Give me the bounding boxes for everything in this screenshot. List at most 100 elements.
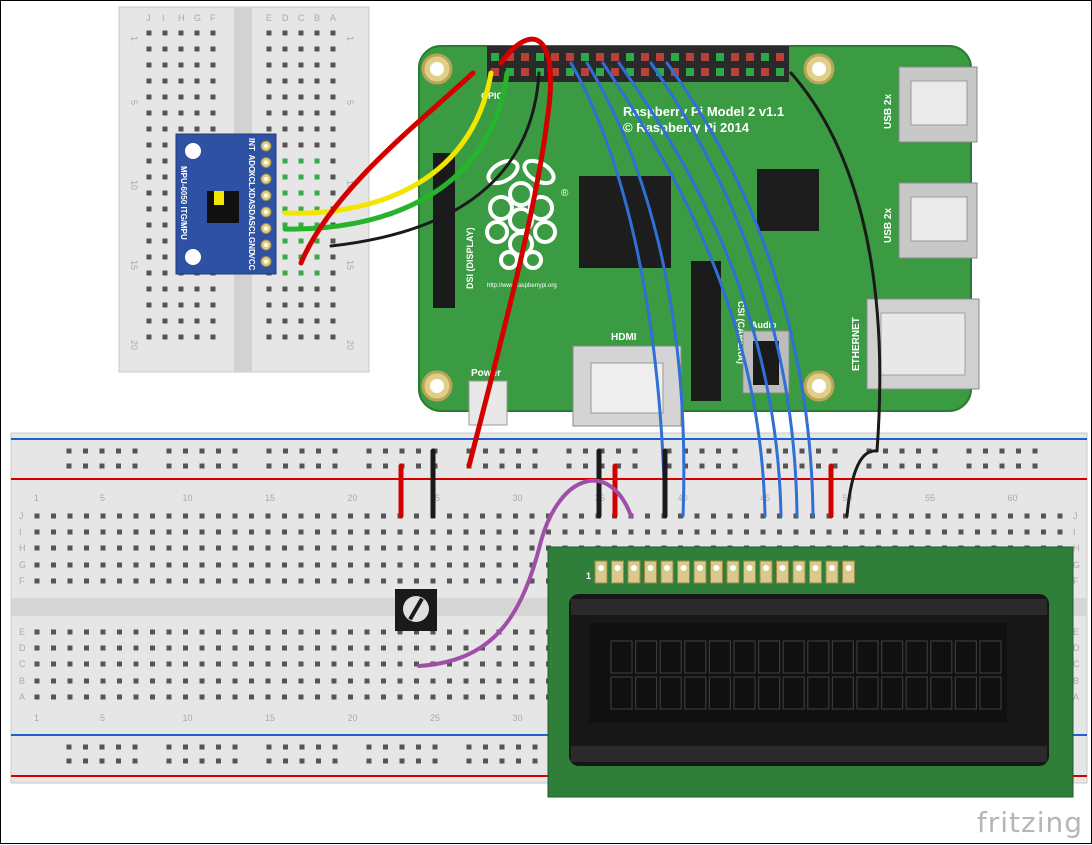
bb-row-letter: J (19, 511, 24, 521)
soc-chip (579, 176, 671, 268)
sb-col-letter: H (178, 13, 185, 23)
bb-row-letter: A (19, 692, 25, 702)
sensor-pin-label: SDA (247, 204, 256, 221)
bb-col-number: 60 (1008, 493, 1018, 503)
sb-row-number: 15 (129, 260, 139, 270)
csi-connector (691, 261, 721, 401)
sb-row-number: 15 (345, 260, 355, 270)
potentiometer (395, 589, 437, 631)
wire-red-vcc-sensor (298, 70, 476, 266)
bb-row-letter: A (1073, 692, 1079, 702)
power-label: Power (471, 368, 501, 379)
wire-blue-6 (665, 61, 815, 518)
lcd-pin1-label: 1 (586, 571, 591, 581)
sensor-pin-label: ADO (247, 155, 256, 173)
usb-label-2: USB 2x (883, 208, 894, 243)
sb-col-letter: C (298, 13, 305, 23)
bb-col-number: 1 (34, 713, 39, 723)
camera-label: CSI (CAMERA) (736, 301, 746, 364)
sensor-name: MPU-6050 ITG/MPU (179, 166, 188, 240)
ethernet-label: ETHERNET (851, 317, 862, 371)
bb-row-letter: C (19, 659, 26, 669)
wire-black-gnd-rail (789, 71, 882, 453)
bb-col-number: 30 (513, 713, 523, 723)
wire-black-rail-jump (845, 449, 879, 518)
wire-black-gnd (329, 71, 541, 248)
lan-chip (757, 169, 819, 231)
sb-col-letter: A (330, 13, 336, 23)
pi-copyright: © Raspberry Pi 2014 (623, 120, 750, 135)
wire-blue-5 (649, 61, 799, 518)
wire-blue-3 (601, 61, 767, 518)
lcd-16x2-module: 1 (547, 546, 1074, 798)
bb-col-number: 10 (183, 493, 193, 503)
bb-col-number: 50 (843, 493, 853, 503)
bb-col-number: 15 (265, 713, 275, 723)
bb-row-letter: H (1073, 543, 1080, 553)
bb-col-number: 15 (265, 493, 275, 503)
sb-row-number: 5 (129, 100, 139, 105)
bb-row-letter: F (1073, 576, 1079, 586)
fritzing-watermark: fritzing (976, 806, 1083, 839)
wire-blue-4 (617, 61, 783, 518)
usb-label-1: USB 2x (883, 94, 894, 129)
bb-row-letter: J (1073, 511, 1078, 521)
sb-row-number: 1 (345, 36, 355, 41)
bb-col-number: 20 (348, 713, 358, 723)
bb-col-number: 1 (34, 493, 39, 503)
sb-row-number: 5 (345, 100, 355, 105)
sensor-pin-label: INT (247, 138, 256, 151)
wire-yellow-sda (282, 70, 494, 216)
bb-row-letter: H (19, 543, 26, 553)
sensor-pin-label: VCC (247, 254, 256, 271)
sensor-pin-label: XDA (247, 188, 256, 205)
sb-col-letter: D (282, 13, 289, 23)
hdmi-label: HDMI (611, 332, 637, 343)
sb-col-letter: G (194, 13, 201, 23)
bb-row-letter: I (19, 527, 22, 537)
sb-row-number: 1 (129, 36, 139, 41)
sb-col-letter: B (314, 13, 320, 23)
sensor-pin-label: SCL (247, 221, 256, 237)
sb-col-letter: I (162, 13, 165, 23)
sb-col-letter: J (146, 13, 151, 23)
sensor-pin-label: XCL (247, 171, 256, 187)
bb-col-number: 25 (430, 713, 440, 723)
bb-col-number: 55 (925, 493, 935, 503)
sb-col-letter: F (210, 13, 216, 23)
bb-row-letter: G (1073, 560, 1080, 570)
sensor-pin-label: GND (247, 237, 256, 255)
audio-label: Audio (751, 320, 777, 330)
sb-row-number: 10 (129, 180, 139, 190)
sb-col-letter: E (266, 13, 272, 23)
bb-col-number: 10 (183, 713, 193, 723)
mpu6050-sensor: MPU-6050 ITG/MPU INT ADOXCLXDASDASCLGNDVC… (175, 133, 277, 275)
wire-blue-1 (569, 61, 667, 518)
bb-row-letter: F (19, 576, 25, 586)
bb-row-letter: C (1073, 659, 1080, 669)
gpio-label: GPIO (481, 91, 504, 101)
sb-row-number: 10 (345, 180, 355, 190)
bb-row-letter: G (19, 560, 26, 570)
bb-row-letter: B (1073, 676, 1079, 686)
pi-url: http://www.raspberrypi.org (487, 283, 557, 289)
bb-col-number: 30 (513, 493, 523, 503)
bb-row-letter: E (19, 627, 25, 637)
wire-purple-contrast (417, 478, 633, 668)
pi-title: Raspberry Pi Model 2 v1.1 (623, 104, 784, 119)
bb-row-letter: I (1073, 527, 1076, 537)
sb-row-number: 20 (345, 340, 355, 350)
bb-row-letter: E (1073, 627, 1079, 637)
bb-row-letter: B (19, 676, 25, 686)
registered-icon: ® (561, 188, 569, 199)
bb-col-number: 5 (100, 493, 105, 503)
wire-red-5v (466, 36, 553, 469)
dsi-connector (433, 153, 455, 308)
gpio-header (487, 46, 789, 82)
dsi-label: DSI (DISPLAY) (465, 227, 475, 289)
wire-blue-2 (585, 61, 686, 518)
sb-row-number: 20 (129, 340, 139, 350)
